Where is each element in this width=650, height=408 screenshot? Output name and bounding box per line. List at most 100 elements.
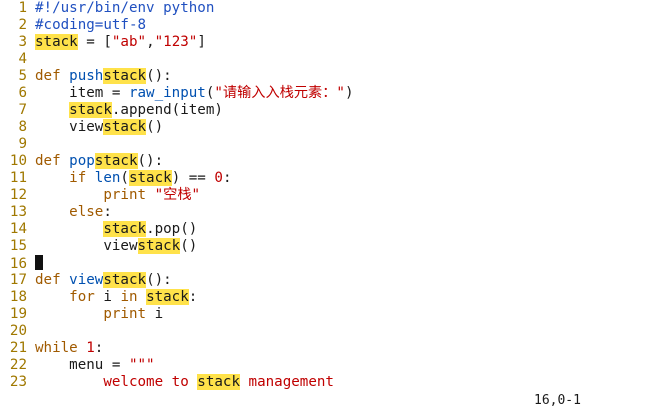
code-line[interactable]: 13 else:	[0, 204, 112, 221]
text-cursor	[35, 255, 43, 270]
code-token: def	[35, 68, 70, 84]
code-line[interactable]: 15 viewstack()	[0, 238, 197, 255]
code-token: 1	[86, 340, 95, 356]
code-token: push	[69, 68, 104, 84]
line-number: 19	[9, 306, 27, 322]
line-number: 22	[9, 357, 27, 373]
code-token: :	[188, 289, 198, 305]
code-token	[35, 306, 103, 322]
code-line[interactable]: 19 print i	[0, 306, 163, 323]
line-number: 9	[18, 136, 27, 152]
line-number: 11	[9, 170, 27, 186]
code-token: for	[69, 289, 104, 305]
code-token: ():	[146, 272, 172, 288]
code-token: in	[120, 289, 147, 305]
code-token: item =	[35, 85, 129, 101]
line-number: 12	[9, 187, 27, 203]
code-token: print	[103, 306, 155, 322]
code-token: .pop()	[146, 221, 198, 237]
code-token: #coding=utf-8	[35, 17, 147, 33]
search-match-highlight: stack	[137, 238, 181, 254]
code-line[interactable]: 9	[0, 136, 35, 153]
code-line[interactable]: 22 menu = """	[0, 357, 155, 374]
code-line[interactable]: 12 print "空栈"	[0, 187, 200, 204]
line-number: 1	[18, 0, 27, 16]
code-line[interactable]: 23 welcome to stack management	[0, 374, 334, 391]
code-line[interactable]: 6 item = raw_input("请输入入栈元素：")	[0, 85, 354, 102]
code-token: menu =	[35, 357, 129, 373]
code-line[interactable]: 1 #!/usr/bin/env python	[0, 0, 214, 17]
code-line[interactable]: 4	[0, 51, 35, 68]
search-match-highlight: stack	[197, 374, 241, 390]
line-number: 13	[9, 204, 27, 220]
line-number: 6	[18, 85, 27, 101]
code-line[interactable]: 14 stack.pop()	[0, 221, 197, 238]
code-token: "ab"	[111, 34, 147, 50]
line-number: 23	[9, 374, 27, 390]
line-number: 20	[9, 323, 27, 339]
code-token: = [	[77, 34, 112, 50]
search-match-highlight: stack	[128, 170, 172, 186]
code-token: ) ==	[171, 170, 215, 186]
code-token	[35, 204, 69, 220]
code-line[interactable]: 8 viewstack()	[0, 119, 163, 136]
line-code: def viewstack():	[35, 272, 172, 288]
code-token: :	[222, 170, 232, 186]
search-match-highlight: stack	[103, 221, 147, 237]
code-line[interactable]: 2 #coding=utf-8	[0, 17, 146, 34]
line-code: while 1:	[35, 340, 103, 356]
code-token: i	[103, 289, 121, 305]
code-token: view	[69, 272, 104, 288]
line-number: 4	[18, 51, 27, 67]
line-code: stack.append(item)	[35, 102, 223, 118]
code-token	[35, 102, 69, 118]
code-token: :	[94, 340, 104, 356]
line-number: 7	[18, 102, 27, 118]
code-token: raw_input	[128, 85, 206, 101]
code-token: management	[240, 374, 334, 390]
search-match-highlight: stack	[94, 153, 138, 169]
code-token: (	[120, 170, 129, 186]
search-match-highlight: stack	[146, 289, 189, 305]
code-token: ,	[146, 34, 155, 50]
line-number: 3	[18, 34, 27, 50]
code-token: "空栈"	[154, 187, 201, 203]
line-number: 16	[9, 256, 27, 272]
code-line[interactable]: 7 stack.append(item)	[0, 102, 223, 119]
code-token: "123"	[154, 34, 198, 50]
code-line[interactable]: 11 if len(stack) == 0:	[0, 170, 232, 187]
line-number: 14	[9, 221, 27, 237]
line-code: #!/usr/bin/env python	[35, 0, 214, 16]
line-code: welcome to stack management	[35, 374, 334, 390]
code-token: 0	[214, 170, 223, 186]
cursor-position-status: 16,0-1	[534, 393, 581, 408]
code-token: print	[103, 187, 155, 203]
code-token: ()	[146, 119, 164, 135]
code-token: )	[344, 85, 354, 101]
code-line[interactable]: 18 for i in stack:	[0, 289, 197, 306]
code-token: len	[94, 170, 121, 186]
line-code: print i	[35, 306, 163, 322]
line-number: 5	[18, 68, 27, 84]
code-token	[35, 187, 103, 203]
code-line[interactable]: 17 def viewstack():	[0, 272, 172, 289]
code-token: """	[128, 357, 155, 373]
code-line[interactable]: 16	[0, 255, 43, 272]
line-code: def popstack():	[35, 153, 163, 169]
line-number: 17	[9, 272, 27, 288]
search-match-highlight: stack	[69, 102, 112, 118]
line-code: viewstack()	[35, 238, 197, 254]
code-token: pop	[69, 153, 95, 169]
line-number: 21	[9, 340, 27, 356]
code-line[interactable]: 20	[0, 323, 35, 340]
code-token	[35, 170, 69, 186]
code-line[interactable]: 21 while 1:	[0, 340, 103, 357]
code-token: view	[35, 238, 138, 254]
code-token: def	[35, 272, 70, 288]
line-number: 2	[18, 17, 27, 33]
line-code: stack.pop()	[35, 221, 197, 237]
